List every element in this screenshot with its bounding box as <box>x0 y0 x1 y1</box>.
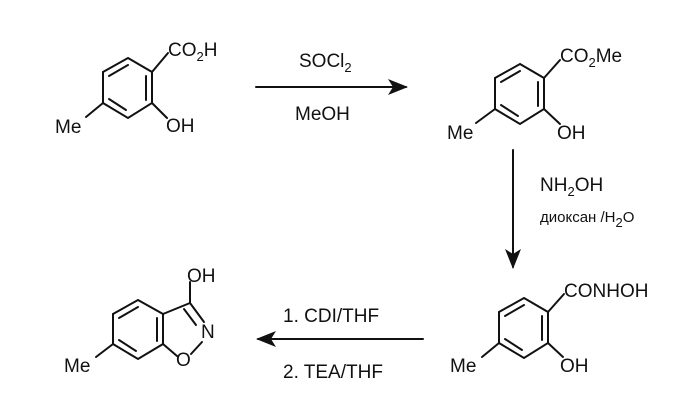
benzene-ring <box>113 300 163 359</box>
carboxyl-label: CO2H <box>168 40 217 64</box>
hydroxyl-bond <box>548 343 563 357</box>
reagent-meoh: MeOH <box>295 104 350 125</box>
benzene-ring <box>495 64 544 124</box>
molecule-hydroxamic-acid: CONHOH OH Me <box>450 281 648 377</box>
nitrogen-label: N <box>201 322 215 343</box>
benzene-ring <box>499 298 548 358</box>
hydroxamic-label: CONHOH <box>564 281 648 302</box>
reagent-nh2oh: NH2OH <box>540 175 603 199</box>
isoxazole-no-bond <box>191 342 202 354</box>
oxygen-label: O <box>176 350 191 371</box>
hydroxyl-bond <box>152 103 167 118</box>
methyl-bond <box>86 103 103 117</box>
ester-bond <box>544 60 560 78</box>
methyl-label: Me <box>55 117 81 138</box>
methyl-label: Me <box>450 356 476 377</box>
molecule-4-methylsalicylic-acid: CO2H OH Me <box>55 40 217 138</box>
isoxazole-oc-bond <box>163 344 177 356</box>
methyl-bond <box>96 344 113 357</box>
molecule-methyl-ester: CO2Me OH Me <box>447 46 622 144</box>
reagent-cdi: 1. CDI/THF <box>283 306 379 327</box>
hydroxyl-label: OH <box>557 123 586 144</box>
reagent-socl2: SOCl2 <box>299 51 352 75</box>
methyl-label: Me <box>64 356 90 377</box>
benzene-ring <box>103 58 152 118</box>
methyl-label: Me <box>447 123 473 144</box>
hydroxyl-bond <box>544 109 560 124</box>
methyl-bond <box>482 343 499 357</box>
methyl-bond <box>476 109 495 123</box>
hydroxyl-label: OH <box>560 356 589 377</box>
hydroxyl-label: OH <box>187 266 216 287</box>
molecule-benzisoxazole: OH N O Me <box>64 266 216 377</box>
reagent-dioxane-water: диоксан /H2O <box>540 209 634 230</box>
ester-label: CO2Me <box>560 46 622 70</box>
hydroxamic-bond <box>548 294 564 312</box>
hydroxyl-label: OH <box>166 116 195 137</box>
carboxyl-bond <box>152 53 168 72</box>
isoxazole-cn-double <box>184 309 196 325</box>
reagent-tea: 2. TEA/THF <box>283 362 383 383</box>
